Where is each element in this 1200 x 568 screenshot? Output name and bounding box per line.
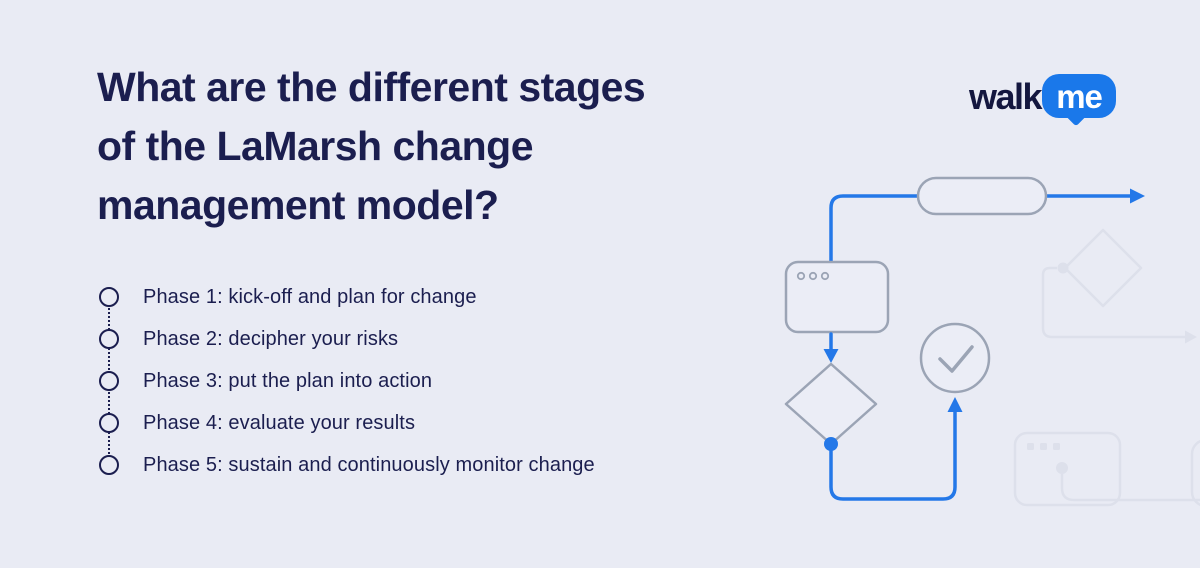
phase-label-3: Phase 3: put the plan into action: [143, 369, 433, 392]
checkmark-icon: [938, 345, 974, 373]
phase-label-1: Phase 1: kick-off and plan for change: [143, 285, 477, 308]
faint-browser-window-icon: [1013, 431, 1200, 507]
decision-diamond-icon: [784, 362, 878, 446]
phase-bullet-icon: [99, 413, 119, 433]
walkme-logo-walk-text: walk: [969, 76, 1043, 117]
phase-label-2: Phase 2: decipher your risks: [143, 327, 399, 350]
flow-path-top: [829, 188, 1145, 265]
phase-bullet-icon: [99, 455, 119, 475]
page-title-line-1: What are the different stages: [97, 64, 646, 110]
flow-path-bottom: [829, 397, 963, 501]
walkme-logo: walk me: [969, 73, 1117, 127]
flow-arrow-right-icon: [1130, 188, 1145, 204]
phase-row-2: Phase 2: decipher your risks: [99, 318, 595, 360]
flow-arrow-up-icon: [947, 397, 963, 412]
window-dot-icon: [796, 271, 806, 281]
window-dot-icon: [808, 271, 818, 281]
walkme-logo-speech-bubble: me: [1042, 74, 1117, 127]
phase-row-5: Phase 5: sustain and continuously monito…: [99, 444, 595, 486]
faint-connector-dot: [1057, 262, 1069, 274]
phase-bullet-icon: [99, 329, 119, 349]
check-circle-icon: [919, 322, 991, 394]
phase-bullet-icon: [99, 371, 119, 391]
page-title-line-2: of the LaMarsh change: [97, 123, 534, 169]
phase-row-4: Phase 4: evaluate your results: [99, 402, 595, 444]
flow-arrow-down-icon: [823, 349, 839, 363]
faint-connector-dot: [1056, 462, 1068, 474]
flowchart-illustration: [784, 176, 1200, 507]
browser-window-icon: [784, 260, 890, 334]
phase-row-1: Phase 1: kick-off and plan for change: [99, 276, 595, 318]
walkme-logo-me-text: me: [1056, 77, 1103, 115]
pill-node: [916, 176, 1048, 216]
phase-label-4: Phase 4: evaluate your results: [143, 411, 416, 434]
flow-connector-dot: [824, 437, 838, 451]
faint-arrow-right-icon: [1185, 330, 1197, 344]
window-dot-icon: [820, 271, 830, 281]
faint-diamond-icon: [1041, 228, 1197, 344]
phase-row-3: Phase 3: put the plan into action: [99, 360, 595, 402]
phase-bullet-icon: [99, 287, 119, 307]
faint-panel: [1190, 439, 1200, 507]
page-title-line-3: management model?: [97, 182, 499, 228]
page-title: What are the different stages of the LaM…: [97, 58, 646, 235]
phase-list: Phase 1: kick-off and plan for change Ph…: [99, 276, 595, 486]
flow-arrow-down: [823, 332, 839, 363]
phase-label-5: Phase 5: sustain and continuously monito…: [143, 453, 595, 476]
